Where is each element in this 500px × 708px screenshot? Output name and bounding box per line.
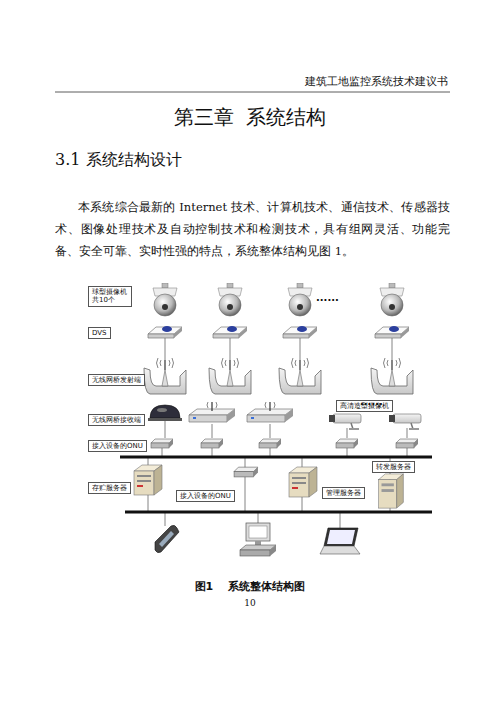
management-server [289, 467, 317, 497]
box-text: 球型摄像机 共10个 [92, 288, 127, 304]
box-text: 无线网桥发射端 [92, 376, 141, 384]
onu-icon [151, 439, 173, 448]
laptop-client [320, 528, 360, 554]
dome-camera [288, 283, 312, 316]
box-text: DVS [92, 329, 107, 337]
label-box: 无线网桥接收端 [88, 414, 145, 426]
chapter-title: 第三章 系统结构 [0, 104, 500, 131]
onu-icon [396, 439, 418, 448]
mobile-client [155, 525, 179, 552]
figure-caption: 图1 系统整体结构图 [0, 579, 500, 594]
dvs-icon [213, 326, 247, 338]
desktop-client [240, 523, 276, 556]
box-text: 存贮服务器 [92, 484, 127, 492]
link-lines [148, 338, 407, 528]
bridge-transmitter [279, 358, 321, 394]
label-box: 球型摄像机 共10个 [88, 286, 132, 307]
header-rule [55, 92, 450, 93]
label-box: DVS [88, 327, 111, 339]
forwarding-server [379, 474, 404, 508]
label-box: 转发服务器 [372, 461, 415, 473]
box-text: 接入设备的ONU [92, 442, 143, 450]
client-bus [125, 511, 432, 514]
box-text: 接入设备的ONU [180, 492, 231, 500]
running-header: 建筑工地监控系统技术建议书 [305, 74, 448, 89]
box-text: 无线网桥接收端 [92, 416, 141, 424]
dome-camera [153, 283, 177, 316]
onu-icon [259, 439, 281, 448]
label-box: 管理服务器 [322, 487, 365, 499]
dome-camera-dark [148, 405, 182, 421]
bridge-receiver [189, 402, 235, 422]
onu-icon [336, 439, 358, 448]
label-box: 接入设备的ONU [176, 490, 235, 502]
backbone-bus [120, 456, 432, 459]
bullet-camera [389, 414, 421, 430]
box-text: 转发服务器 [376, 463, 411, 471]
bridge-transmitter [144, 358, 186, 394]
body-paragraph: 本系统综合最新的 Internet 技术、计算机技术、通信技术、传感器技术、图像… [55, 196, 450, 262]
bullet-camera [329, 414, 361, 430]
storage-server [134, 465, 162, 495]
bridge-transmitter [371, 358, 413, 394]
onu-icon [234, 467, 258, 477]
dvs-icon [375, 326, 409, 338]
bridge-receiver [247, 402, 293, 422]
box-text: 管理服务器 [326, 489, 361, 497]
onu-icon [201, 439, 223, 448]
label-box: 存贮服务器 [88, 482, 131, 494]
dome-camera [380, 283, 404, 316]
dvs-icon [148, 326, 182, 338]
section-heading: 3.1 系统结构设计 [55, 150, 182, 171]
ellipsis-dots: ...... [316, 292, 339, 303]
ellipsis-dots: ...... [360, 396, 383, 407]
dvs-icon [283, 326, 317, 338]
label-box: 接入设备的ONU [88, 440, 147, 452]
bridge-transmitter [209, 358, 251, 394]
label-box: 无线网桥发射端 [88, 374, 145, 386]
dome-camera [218, 283, 242, 316]
page-number: 10 [0, 598, 500, 608]
